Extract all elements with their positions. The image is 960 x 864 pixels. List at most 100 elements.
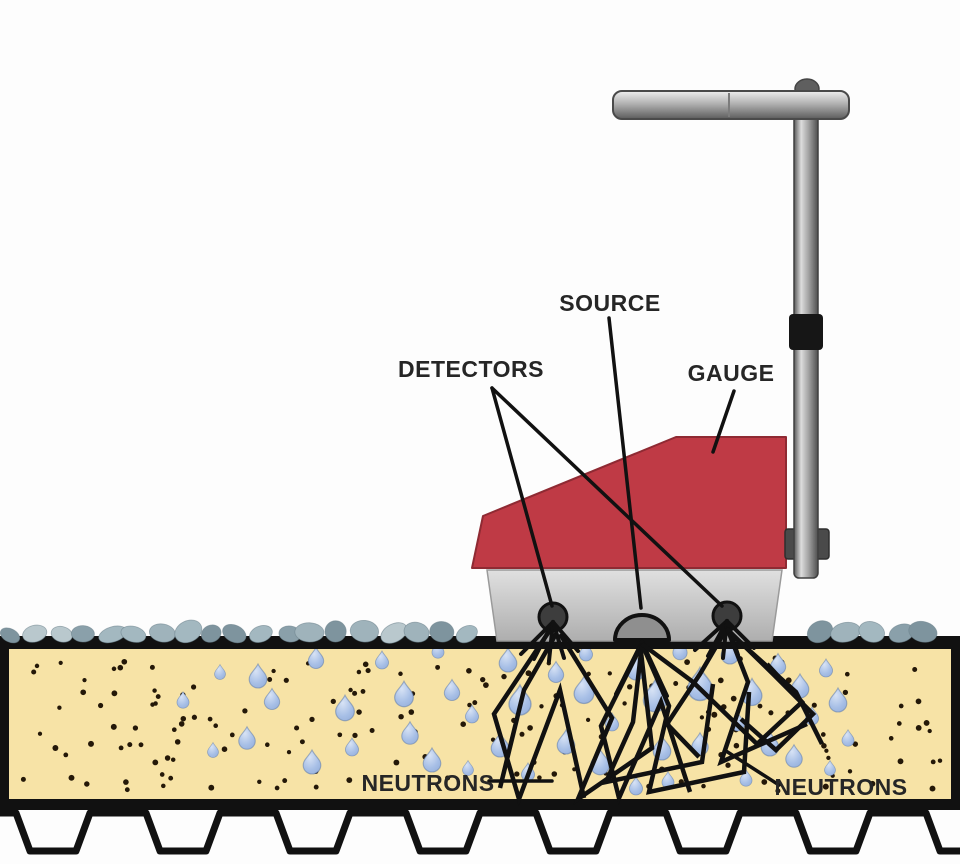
soil-dot xyxy=(178,721,185,727)
soil-dot xyxy=(174,739,181,745)
water-droplet xyxy=(401,720,419,745)
soil-dot xyxy=(63,752,69,758)
soil-dot xyxy=(121,658,128,665)
water-droplet xyxy=(547,660,565,683)
soil-dot xyxy=(191,684,197,690)
water-droplet xyxy=(818,658,834,678)
soil-dot xyxy=(923,719,930,726)
gravel-pebble xyxy=(806,620,834,644)
soil-dot xyxy=(149,664,155,670)
soil-dot xyxy=(927,728,932,734)
soil-dot xyxy=(58,660,63,666)
soil-dot xyxy=(585,717,591,723)
soil-dot xyxy=(466,667,472,674)
neutron-path xyxy=(491,628,587,807)
gravel-pebble xyxy=(294,622,325,643)
gravel-pebble xyxy=(858,621,885,643)
label-source: SOURCE xyxy=(559,290,660,316)
soil-dot xyxy=(168,775,174,781)
neutrons-right-leader xyxy=(724,749,781,787)
soil-dot xyxy=(711,711,718,718)
water-droplet xyxy=(578,642,594,662)
water-droplet xyxy=(828,686,848,713)
soil-dot xyxy=(896,721,902,726)
soil-dot xyxy=(912,667,918,672)
gravel-pebble xyxy=(429,621,455,643)
soil-dot xyxy=(897,758,904,765)
neutron-path xyxy=(731,634,825,746)
water-droplet xyxy=(739,768,753,787)
soil-dot xyxy=(820,732,826,737)
soil-dot xyxy=(161,783,166,789)
gravel-pebble xyxy=(174,619,203,644)
soil-dot xyxy=(398,713,404,720)
neutron-leg xyxy=(551,620,580,653)
water-droplet xyxy=(374,650,390,670)
water-droplet xyxy=(176,690,190,709)
soil-dot xyxy=(84,781,90,787)
soil-dot xyxy=(519,731,525,737)
water-droplet xyxy=(248,662,268,689)
soil-dot xyxy=(155,694,161,700)
neutron-path xyxy=(558,632,655,806)
substrate-border-bottom xyxy=(0,799,960,810)
soil-dot xyxy=(480,676,486,683)
soil-dot xyxy=(170,757,176,762)
soil-dot xyxy=(111,666,117,672)
soil-dot xyxy=(460,721,466,727)
soil-dot xyxy=(352,690,358,696)
soil-dot xyxy=(52,745,59,751)
soil-dot xyxy=(539,704,544,709)
soil-dot xyxy=(360,688,366,694)
substrate-border-right xyxy=(951,645,960,809)
soil-dot xyxy=(915,698,922,705)
gravel-pebble xyxy=(120,625,147,643)
soil-dot xyxy=(152,759,159,766)
metal-deck-corrugation xyxy=(0,809,960,855)
soil-dot xyxy=(118,745,124,751)
soil-dot xyxy=(299,739,305,745)
soil-dot xyxy=(164,755,171,761)
soil-dot xyxy=(330,698,336,705)
soil-dot xyxy=(68,774,75,781)
neutron-leg xyxy=(519,620,555,656)
rod-black-band xyxy=(789,314,823,350)
water-droplet xyxy=(263,687,281,710)
soil-dot xyxy=(757,703,763,709)
gravel-pebble xyxy=(22,624,48,643)
detectors-leader-right xyxy=(490,386,724,608)
water-droplet xyxy=(422,746,442,773)
soil-dot xyxy=(730,695,737,702)
soil-dot xyxy=(775,788,781,794)
soil-dot xyxy=(822,783,829,790)
soil-dot xyxy=(267,677,273,682)
soil-dot xyxy=(111,690,118,697)
soil-dot xyxy=(132,725,139,731)
soil-dot xyxy=(888,735,894,741)
soil-dot xyxy=(847,769,853,774)
soil-dot xyxy=(937,758,943,763)
soil-dot xyxy=(110,723,117,730)
soil-dot xyxy=(930,759,936,765)
soil-dot xyxy=(768,710,774,716)
soil-dot xyxy=(31,669,37,675)
label-gauge: GAUGE xyxy=(688,360,775,386)
soil-dot xyxy=(123,779,129,785)
water-droplet xyxy=(344,737,360,757)
gravel-pebble xyxy=(908,620,938,643)
soil-dot xyxy=(80,689,87,696)
water-droplet xyxy=(824,759,836,776)
soil-dot xyxy=(98,702,104,709)
soil-dot xyxy=(337,732,343,738)
soil-dot xyxy=(356,669,362,675)
water-droplet xyxy=(302,748,322,775)
soil-dot xyxy=(684,659,690,665)
soil-dot xyxy=(294,725,300,731)
gravel-pebble xyxy=(324,620,347,643)
soil-dot xyxy=(346,777,353,784)
soil-dot xyxy=(472,700,478,706)
water-droplet xyxy=(443,678,461,701)
gravel-pebble xyxy=(71,625,95,643)
soil-dot xyxy=(286,749,292,755)
